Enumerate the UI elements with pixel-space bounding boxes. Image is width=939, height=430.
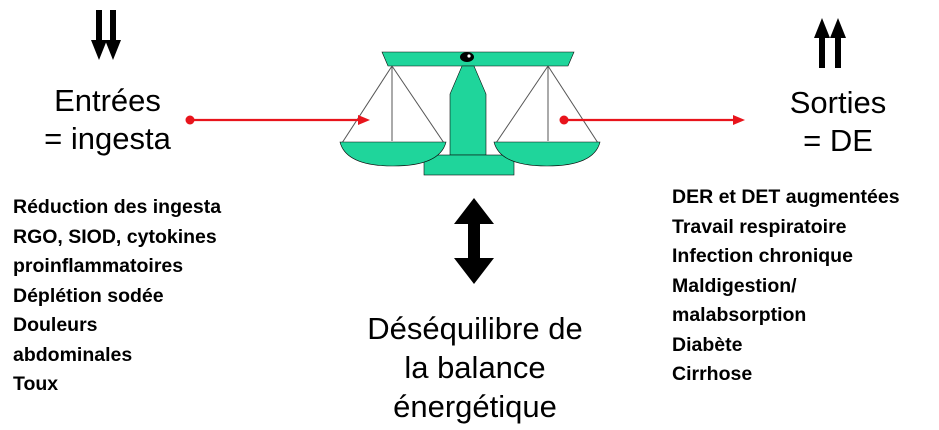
imbalance-title: Déséquilibre de la balance énergétique — [320, 309, 630, 426]
up-down-arrow-icon — [454, 198, 494, 284]
double-up-arrow-icon — [814, 18, 846, 68]
list-item: Travail respiratoire — [672, 215, 847, 238]
list-item: Diabète — [672, 333, 743, 356]
imbalance-title-line3: énergétique — [393, 389, 557, 424]
outputs-heading-line2: = DE — [803, 123, 873, 158]
imbalance-title-line2: la balance — [404, 350, 546, 385]
outputs-heading: Sorties = DE — [758, 84, 918, 160]
list-item: DER et DET augmentées — [672, 186, 900, 208]
list-item: Déplétion sodée — [13, 284, 164, 307]
inputs-heading-line2: = ingesta — [44, 121, 171, 156]
list-item: RGO, SIOD, cytokines — [13, 225, 217, 248]
list-item: abdominales — [13, 343, 133, 366]
list-item: Réduction des ingesta — [13, 196, 222, 218]
inputs-heading: Entrées = ingesta — [20, 82, 195, 158]
balance-scale-icon — [339, 51, 601, 176]
double-down-arrow-icon — [91, 10, 121, 60]
outputs-list: DER et DET augmentées Travail respiratoi… — [672, 183, 900, 390]
right-red-arrow-icon — [559, 115, 745, 125]
imbalance-title-line1: Déséquilibre de — [367, 311, 583, 346]
inputs-heading-line1: Entrées — [54, 83, 161, 118]
outputs-heading-line1: Sorties — [789, 85, 887, 120]
left-red-arrow-icon — [185, 115, 370, 125]
list-item: proinflammatoires — [13, 255, 184, 277]
list-item: Infection chronique — [672, 245, 853, 267]
inputs-list: Réduction des ingesta RGO, SIOD, cytokin… — [13, 193, 221, 400]
list-item: Toux — [13, 373, 59, 395]
list-item: Douleurs — [13, 314, 98, 336]
list-item: Maldigestion/ — [672, 274, 797, 297]
list-item: Cirrhose — [672, 363, 753, 385]
list-item: malabsorption — [672, 304, 807, 326]
